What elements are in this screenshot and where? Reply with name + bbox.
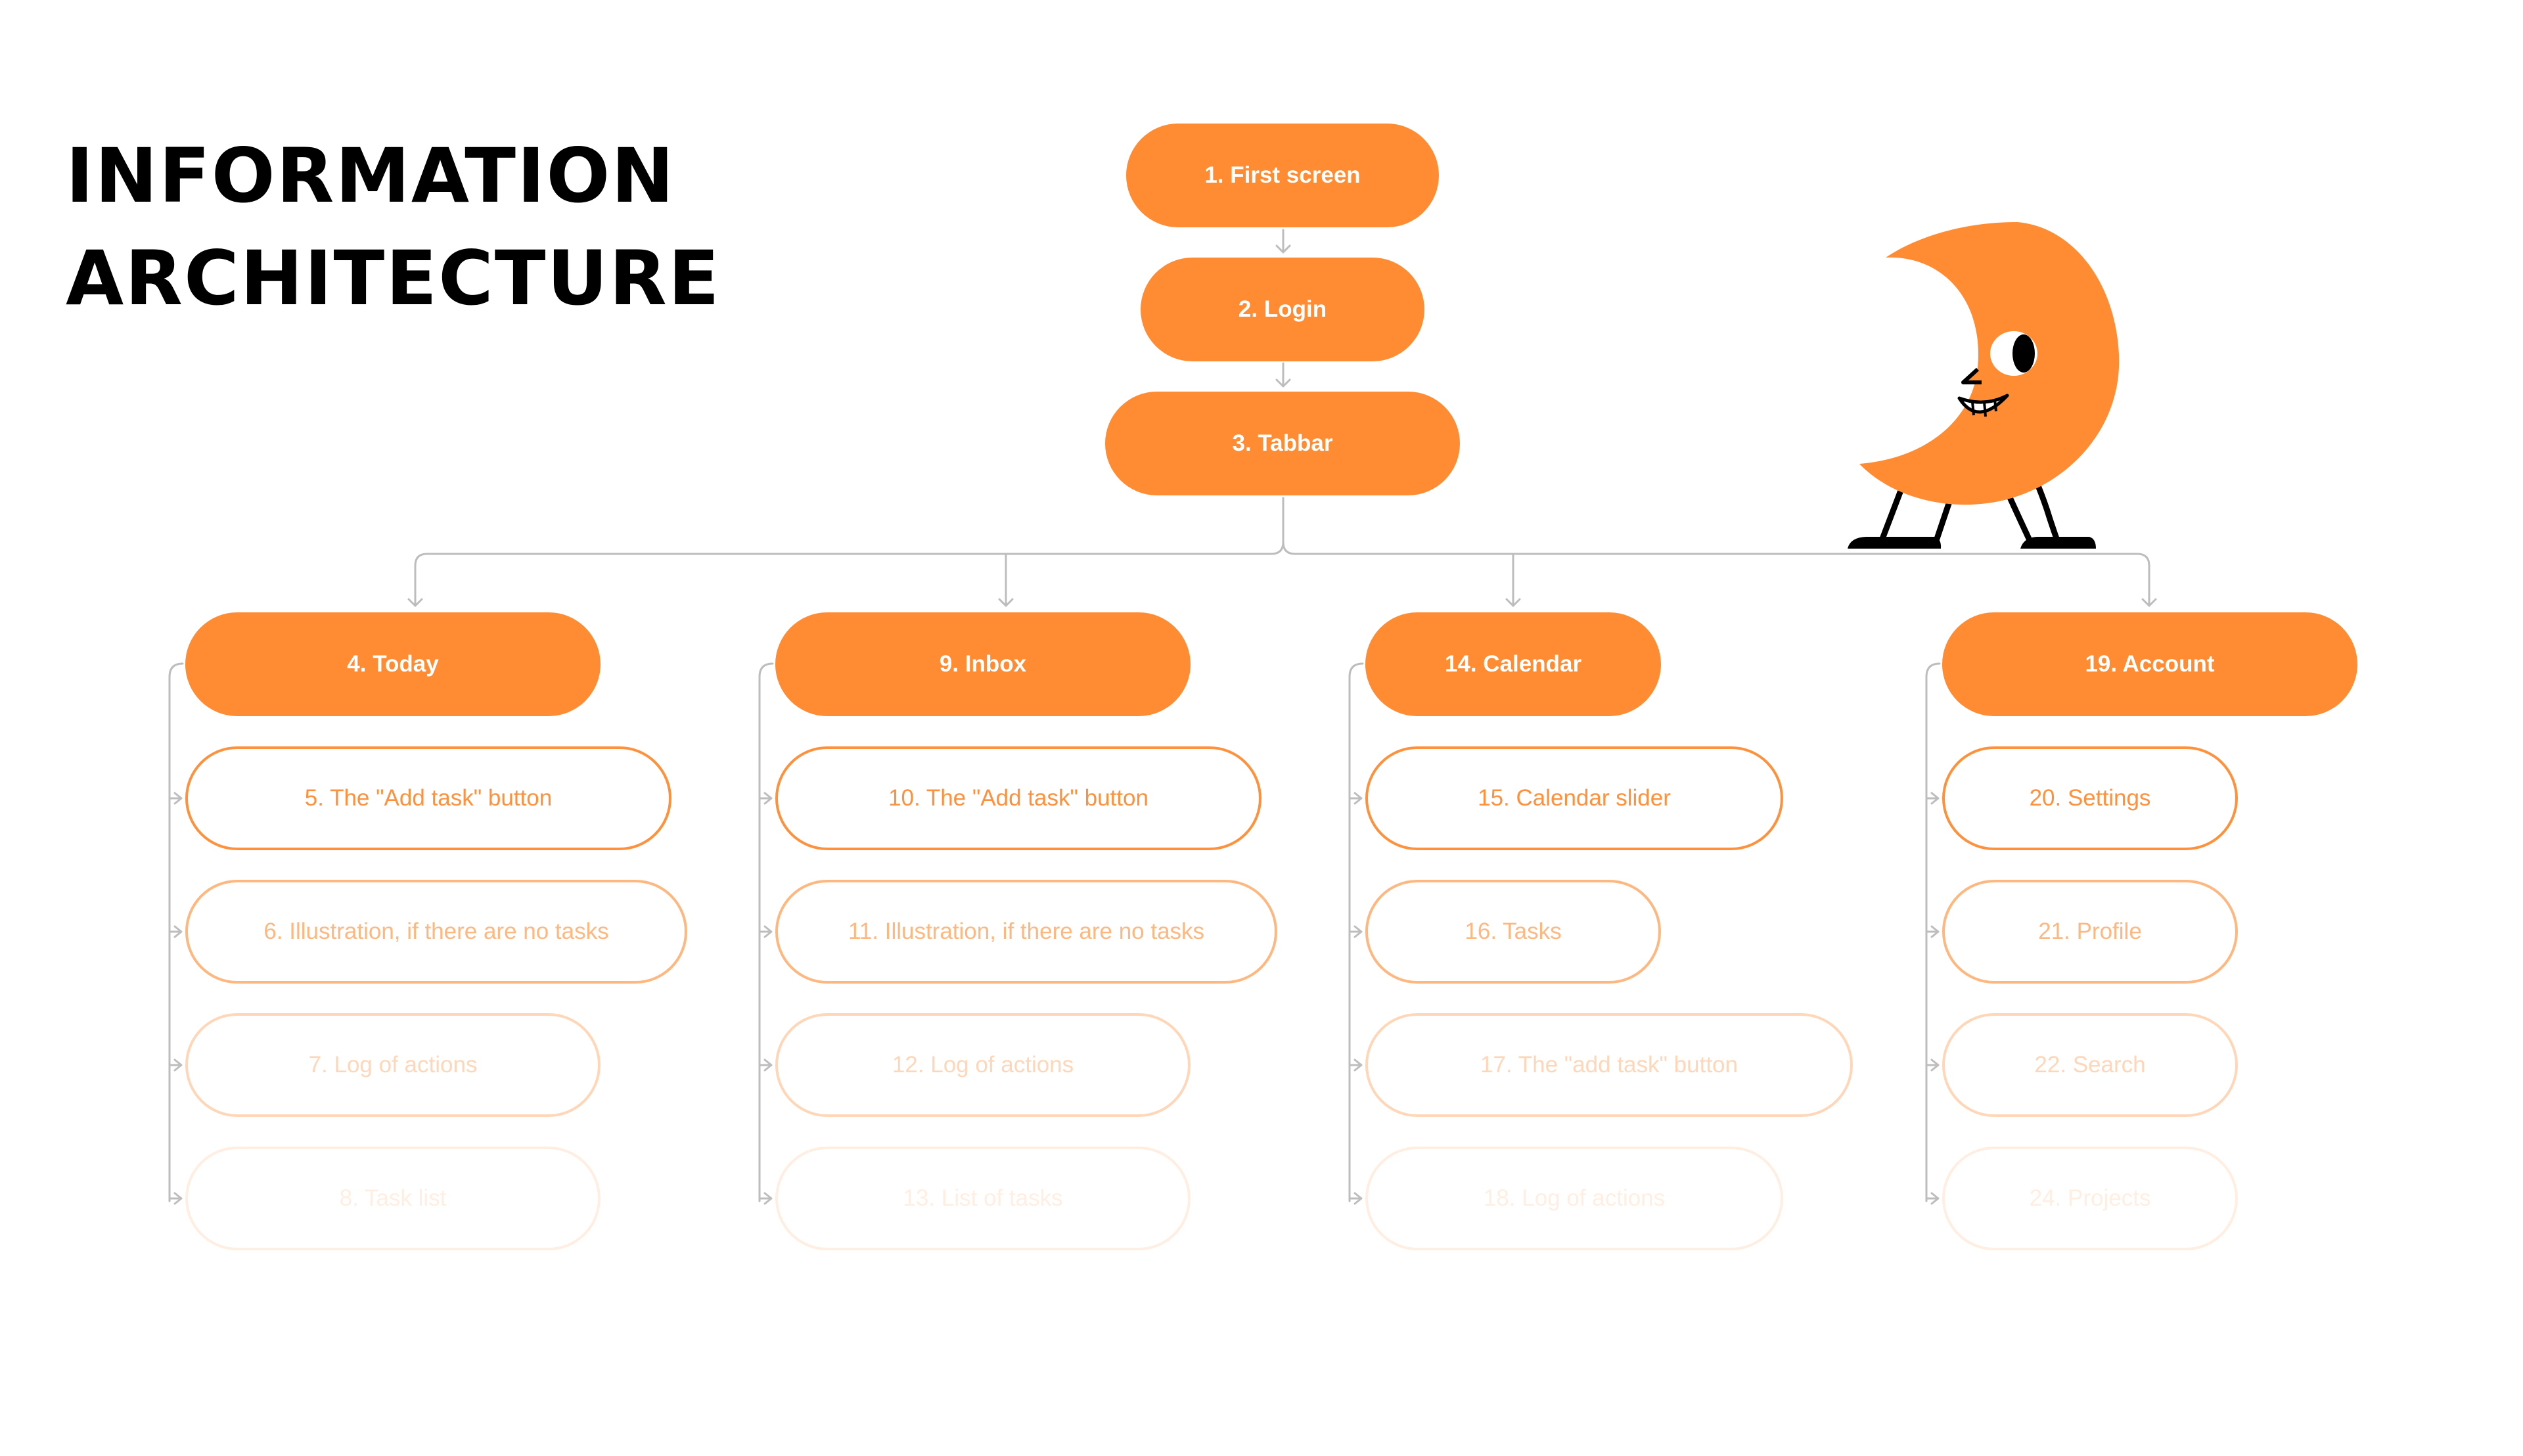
bracket-calendar (1348, 662, 1364, 1205)
node-tabbar: 3. Tabbar (1105, 392, 1460, 495)
item-calendar-add-task-button: 17. The "add task" button (1365, 1013, 1853, 1117)
item-calendar-log-of-actions: 18. Log of actions (1365, 1147, 1783, 1250)
section-today: 4. Today (185, 612, 601, 716)
page-title: INFORMATION ARCHITECTURE (66, 125, 721, 330)
item-inbox-list-of-tasks: 13. List of tasks (775, 1147, 1191, 1250)
item-today-log-of-actions: 7. Log of actions (185, 1013, 601, 1117)
item-today-illustration: 6. Illustration, if there are no tasks (185, 880, 687, 984)
bracket-account (1925, 662, 1941, 1205)
section-calendar: 14. Calendar (1365, 612, 1661, 716)
section-account: 19. Account (1942, 612, 2357, 716)
item-account-profile: 21. Profile (1942, 880, 2238, 984)
flow-arrow-1 (1275, 229, 1291, 254)
branch-arrowheads (407, 598, 2157, 607)
item-today-add-task-button: 5. The "Add task" button (185, 746, 671, 850)
branch-connector (414, 497, 2150, 607)
moon-mascot-icon (1848, 222, 2120, 549)
node-login: 2. Login (1141, 258, 1424, 361)
title-line-2: ARCHITECTURE (66, 235, 721, 322)
item-account-projects: 24. Projects (1942, 1147, 2238, 1250)
title-line-1: INFORMATION (66, 132, 675, 219)
item-account-search: 22. Search (1942, 1013, 2238, 1117)
bracket-inbox (758, 662, 774, 1205)
item-account-settings: 20. Settings (1942, 746, 2238, 850)
item-calendar-slider: 15. Calendar slider (1365, 746, 1783, 850)
item-inbox-log-of-actions: 12. Log of actions (775, 1013, 1191, 1117)
section-inbox: 9. Inbox (775, 612, 1191, 716)
flow-arrow-2 (1275, 362, 1291, 388)
item-calendar-tasks: 16. Tasks (1365, 880, 1661, 984)
node-first-screen: 1. First screen (1126, 124, 1439, 227)
item-today-task-list: 8. Task list (185, 1147, 601, 1250)
item-inbox-illustration: 11. Illustration, if there are no tasks (775, 880, 1277, 984)
item-inbox-add-task-button: 10. The "Add task" button (775, 746, 1262, 850)
bracket-today (168, 662, 184, 1205)
